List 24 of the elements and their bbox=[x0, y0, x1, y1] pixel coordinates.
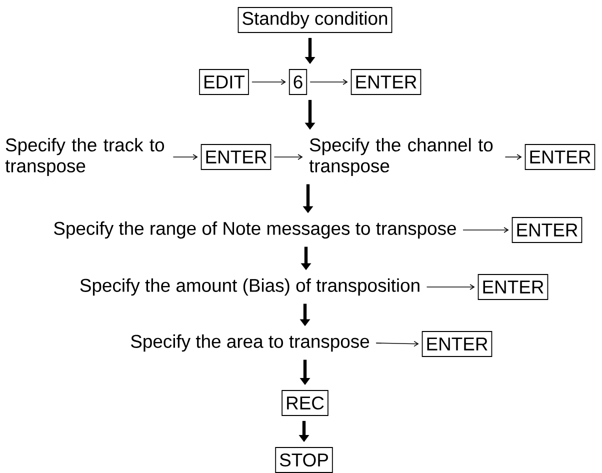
arrow bbox=[376, 340, 419, 347]
step-text: Specify the channel to transpose bbox=[309, 138, 493, 176]
state-box: Standby condition bbox=[238, 7, 392, 33]
arrow bbox=[252, 79, 286, 85]
arrow bbox=[504, 154, 522, 160]
key-box: 6 bbox=[288, 69, 308, 95]
arrow bbox=[172, 154, 198, 160]
arrow bbox=[426, 284, 475, 290]
key-box: ENTER bbox=[350, 69, 422, 95]
key-box: ENTER bbox=[478, 274, 548, 300]
key-box: ENTER bbox=[512, 217, 582, 243]
key-box: EDIT bbox=[199, 69, 249, 95]
arrow bbox=[462, 227, 509, 233]
key-box: ENTER bbox=[200, 144, 272, 170]
key-box: ENTER bbox=[524, 144, 596, 170]
step-text: Specify the amount (Bias) of transposition bbox=[80, 278, 420, 296]
arrow bbox=[274, 154, 303, 160]
step-text: Specify the range of Note messages to transpose bbox=[54, 221, 456, 239]
key-box: ENTER bbox=[422, 331, 492, 357]
key-box: STOP bbox=[275, 447, 333, 473]
step-text: Specify the track to transpose bbox=[5, 138, 164, 176]
step-text: Specify the area to transpose bbox=[130, 334, 370, 352]
key-box: REC bbox=[282, 390, 328, 416]
arrow bbox=[310, 79, 348, 85]
